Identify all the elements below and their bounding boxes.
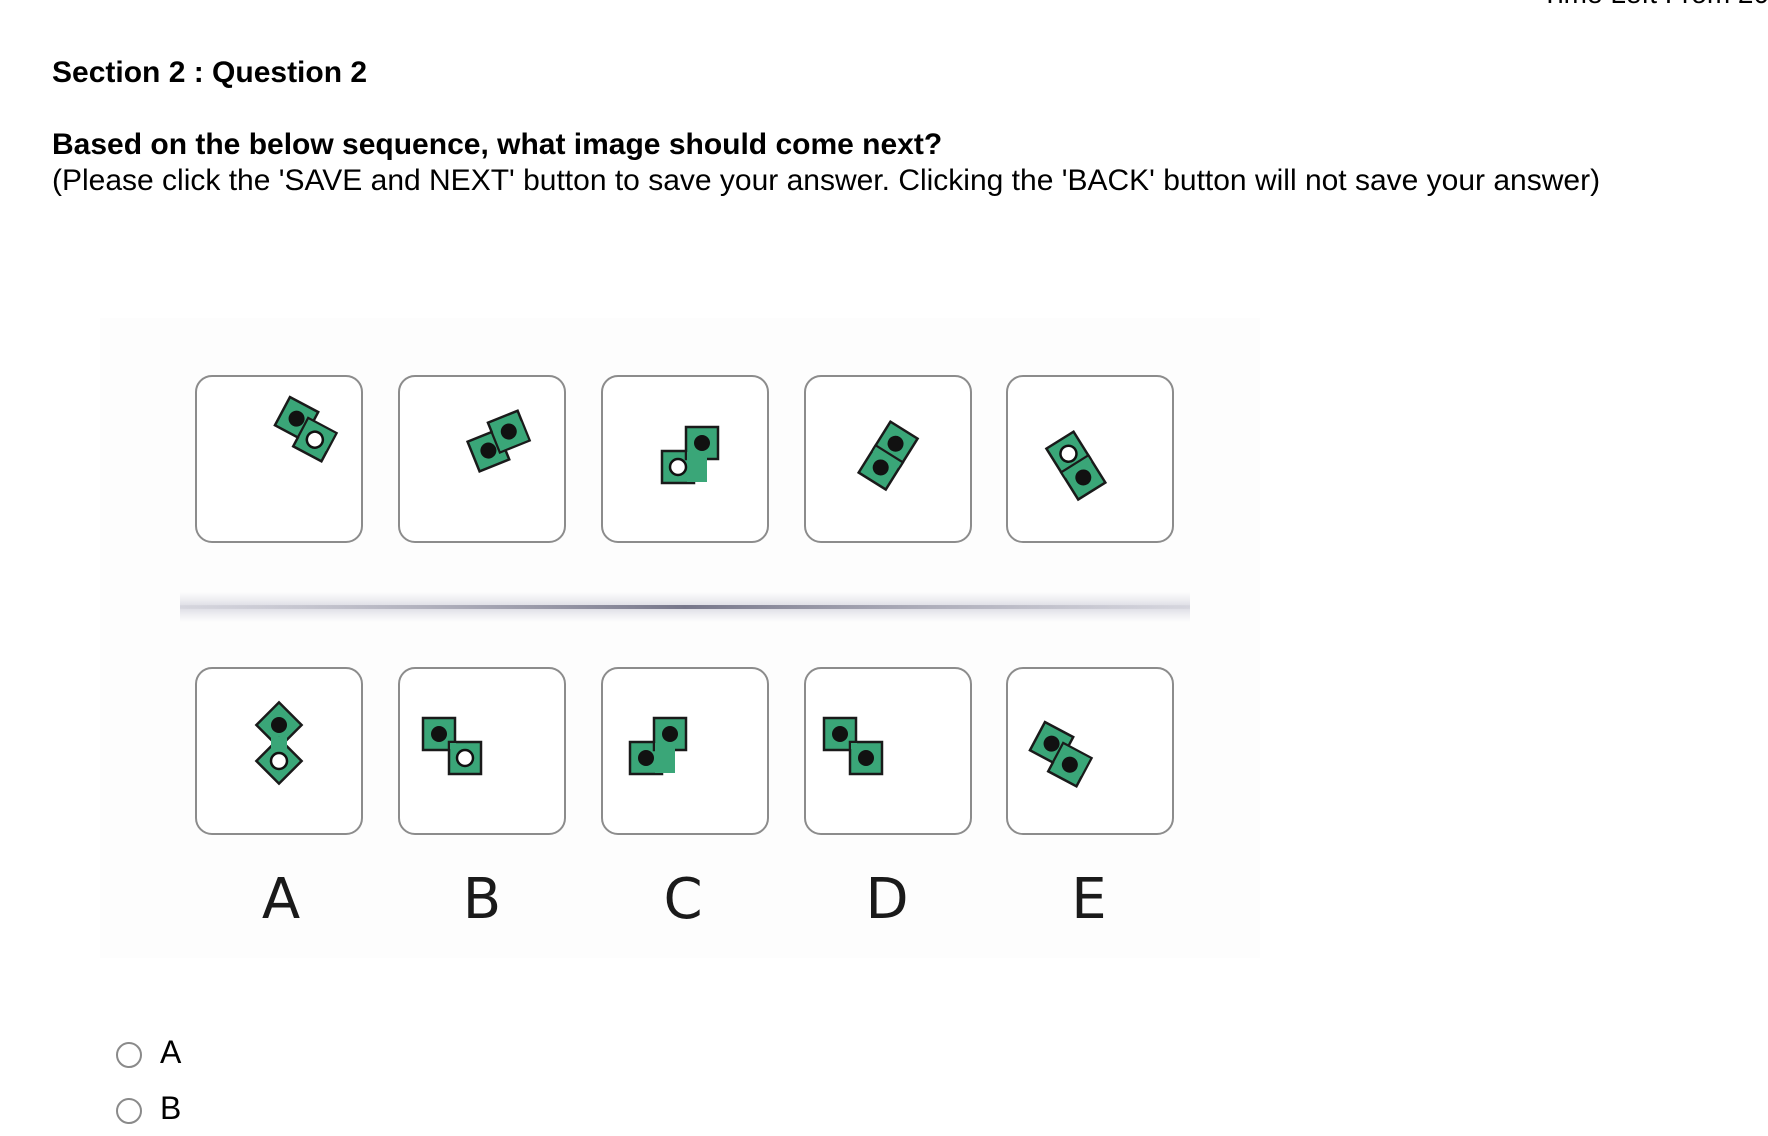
sequence-shape-1 (273, 395, 339, 464)
answer-shape-a (254, 700, 304, 786)
answer-label-c: C (663, 867, 702, 932)
section-title: Section 2 : Question 2 (52, 56, 368, 89)
sequence-figure: A B C D E (100, 318, 1260, 958)
sequence-box-1 (195, 375, 363, 543)
option-a-radio[interactable] (116, 1042, 142, 1068)
answer-label-a: A (262, 867, 300, 932)
option-b[interactable]: B (116, 1080, 181, 1136)
sequence-shape-5 (1044, 429, 1108, 502)
answer-shape-d (822, 716, 884, 776)
separator-line (180, 605, 1190, 609)
sequence-shape-4 (856, 419, 920, 492)
answer-label-e: E (1071, 867, 1106, 932)
answer-row (195, 667, 1174, 835)
sequence-shape-2 (465, 409, 532, 474)
answer-shape-c (628, 716, 688, 776)
answer-box-e (1006, 667, 1174, 835)
option-b-label[interactable]: B (160, 1089, 182, 1126)
timer-text: Time Left From 20:00 (1541, 0, 1768, 10)
answer-box-d (804, 667, 972, 835)
option-a-label[interactable]: A (160, 1033, 182, 1070)
sequence-shape-3 (660, 425, 720, 485)
question-prompt: Based on the below sequence, what image … (52, 128, 943, 161)
answer-shape-e (1028, 720, 1094, 789)
question-instructions: (Please click the 'SAVE and NEXT' button… (52, 164, 1601, 197)
answer-label-d: D (865, 867, 908, 932)
option-a[interactable]: A (116, 1024, 181, 1080)
answer-shape-b (421, 716, 483, 776)
answer-options: A B (116, 1024, 181, 1136)
answer-label-b: B (463, 867, 501, 932)
sequence-row (195, 375, 1174, 543)
option-b-radio[interactable] (116, 1098, 142, 1124)
